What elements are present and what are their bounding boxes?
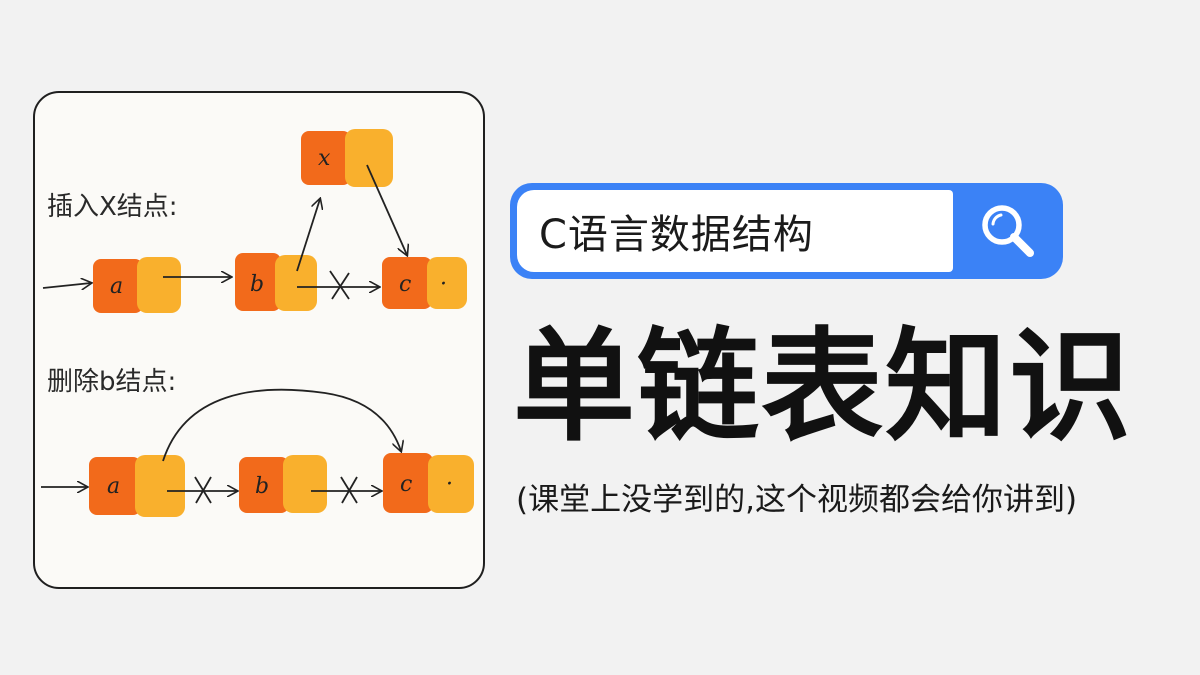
node-x: x	[301, 129, 393, 187]
row2-node-c-label: c	[400, 472, 412, 497]
row1-node-c-data-cell	[382, 257, 432, 309]
row2-node-c: c ·	[383, 453, 474, 513]
row1-head-arrow	[42, 283, 91, 288]
row1-node-b: b	[235, 253, 317, 311]
b-to-x-arrow	[296, 199, 320, 272]
delete-section-label: 删除b结点:	[47, 367, 176, 397]
row1-node-c-label: c	[399, 272, 411, 297]
search-button[interactable]	[953, 183, 1063, 279]
node-x-data-cell	[301, 131, 351, 185]
node-x-pointer-cell	[345, 129, 393, 187]
row2-node-b: b	[239, 455, 327, 513]
row2-node-c-pointer-cell	[428, 455, 474, 513]
row1-node-c-null-dot: ·	[440, 272, 447, 297]
insert-section-label: 插入X结点:	[47, 192, 178, 222]
row2-node-c-null-dot: ·	[446, 472, 453, 497]
row1-node-c: c ·	[382, 257, 467, 309]
a-to-c-bypass-arrow	[162, 388, 401, 462]
row1-node-a-label: a	[110, 274, 123, 299]
row1-cross-mark	[329, 270, 350, 300]
row2-node-a: a	[89, 455, 185, 517]
row1-node-a: a	[93, 257, 181, 313]
node-x-label: x	[318, 146, 331, 171]
row2-node-a-label: a	[107, 474, 120, 499]
row1-node-b-pointer-cell	[275, 255, 317, 311]
search-bar[interactable]: C语言数据结构	[510, 183, 1063, 279]
row2-node-c-data-cell	[383, 453, 433, 513]
row1-node-a-data-cell	[93, 259, 143, 313]
row2-node-b-pointer-cell	[283, 455, 327, 513]
search-icon	[982, 205, 1034, 257]
row1-node-b-label: b	[250, 272, 264, 297]
search-query-text: C语言数据结构	[539, 212, 814, 258]
row1-node-c-pointer-cell	[427, 257, 467, 309]
page-subtitle: (课堂上没学到的,这个视频都会给你讲到)	[516, 482, 1078, 518]
linked-list-diagram-card: 插入X结点: x a b c ·	[33, 91, 485, 589]
row2-node-a-pointer-cell	[135, 455, 185, 517]
row2-node-a-data-cell	[89, 457, 141, 515]
row1-node-b-data-cell	[235, 253, 281, 311]
row2-cross-mark-1	[194, 476, 212, 504]
linked-list-diagram: 插入X结点: x a b c ·	[41, 129, 474, 517]
row1-node-a-pointer-cell	[137, 257, 181, 313]
page-title: 单链表知识	[513, 316, 1133, 458]
x-to-c-arrow	[366, 164, 407, 255]
row2-cross-mark-2	[340, 476, 358, 504]
row2-node-b-data-cell	[239, 457, 289, 513]
search-input[interactable]: C语言数据结构	[517, 190, 953, 272]
row2-node-b-label: b	[255, 474, 269, 499]
